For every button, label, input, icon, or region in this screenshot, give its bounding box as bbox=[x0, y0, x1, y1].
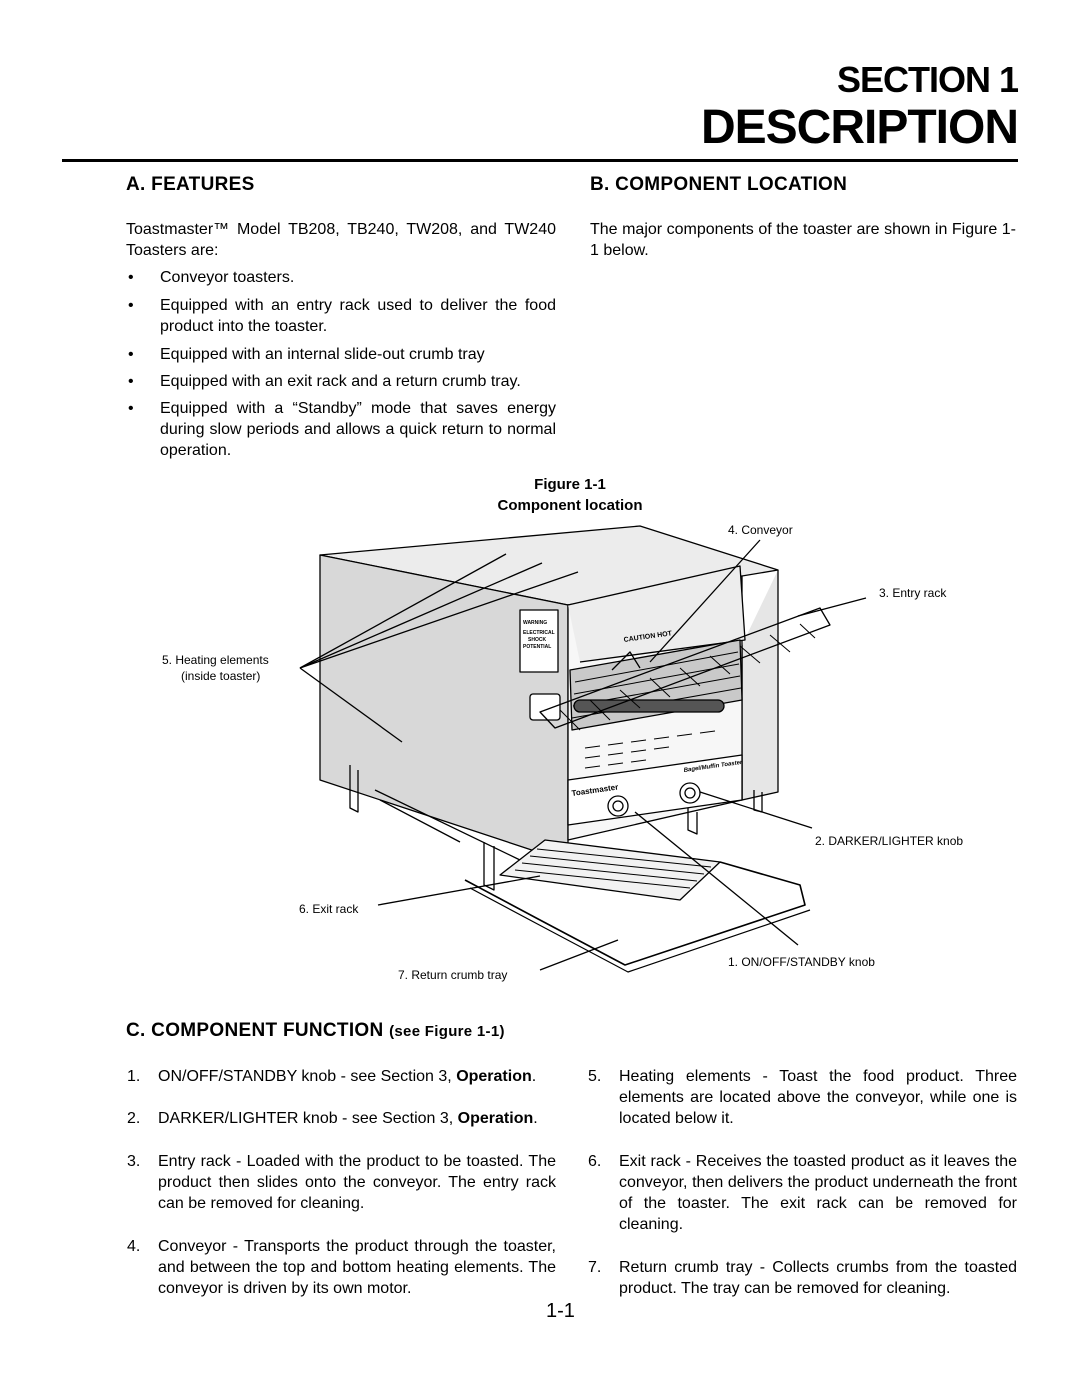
feature-text: Equipped with an exit rack and a return … bbox=[160, 373, 521, 390]
item-number: 6. bbox=[588, 1153, 602, 1170]
bullet: • bbox=[128, 400, 134, 417]
item-number: 7. bbox=[588, 1259, 602, 1276]
callout-heating-elements-note: (inside toaster) bbox=[181, 669, 261, 683]
leader-darker bbox=[699, 791, 813, 829]
component-function-heading: C. COMPONENT FUNCTION (see Figure 1-1) bbox=[126, 1020, 505, 1042]
callout-darker-lighter: 2. DARKER/LIGHTER knob bbox=[815, 834, 964, 848]
feature-text: Equipped with an internal slide-out crum… bbox=[160, 346, 485, 363]
callout-on-off-standby: 1. ON/OFF/STANDBY knob bbox=[728, 955, 875, 969]
leader-conveyor bbox=[649, 539, 761, 663]
leader-heating-2 bbox=[299, 562, 543, 669]
figure-caption: Component location bbox=[497, 497, 643, 514]
bullet: • bbox=[128, 269, 134, 286]
section-title: DESCRIPTION bbox=[700, 101, 1019, 154]
callout-heating-elements: 5. Heating elements bbox=[162, 653, 269, 667]
item-text: Heating elements - Toast the food produc… bbox=[619, 1068, 1017, 1127]
feature-text: Conveyor toasters. bbox=[160, 269, 295, 286]
warning-label: WARNING bbox=[523, 620, 547, 626]
item-text: Conveyor - Transports the product throug… bbox=[158, 1238, 556, 1297]
brand-label: Toastmaster bbox=[571, 783, 619, 798]
callout-return-crumb-tray: 7. Return crumb tray bbox=[398, 968, 508, 982]
item-number: 5. bbox=[588, 1068, 602, 1085]
leader-heating-4 bbox=[299, 667, 403, 743]
shock-label: SHOCK bbox=[528, 637, 546, 643]
callout-conveyor: 4. Conveyor bbox=[728, 523, 793, 537]
item-text: ON/OFF/STANDBY knob - see Section 3, Ope… bbox=[158, 1068, 537, 1085]
leader-heating-1 bbox=[299, 553, 507, 669]
bullet: • bbox=[128, 373, 134, 390]
caution-label: CAUTION HOT bbox=[623, 630, 673, 644]
item-text: Return crumb tray - Collects crumbs from… bbox=[619, 1259, 1017, 1297]
features-heading: A. FEATURES bbox=[126, 174, 255, 195]
features-intro: Toastmaster™ Model TB208, TB240, TW208, … bbox=[126, 221, 556, 259]
page-number: 1-1 bbox=[546, 1300, 575, 1322]
component-function-ref: (see Figure 1-1) bbox=[389, 1023, 505, 1040]
bullet: • bbox=[128, 297, 134, 314]
item-number: 2. bbox=[127, 1110, 141, 1127]
callout-exit-rack: 6. Exit rack bbox=[299, 902, 359, 916]
item-text: DARKER/LIGHTER knob - see Section 3, Ope… bbox=[158, 1110, 538, 1127]
callout-entry-rack: 3. Entry rack bbox=[879, 586, 947, 600]
figure-number: Figure 1-1 bbox=[534, 476, 606, 493]
feature-text: Equipped with a “Standby” mode that save… bbox=[160, 400, 556, 459]
potential-label: POTENTIAL bbox=[523, 644, 551, 650]
component-location-heading: B. COMPONENT LOCATION bbox=[590, 174, 848, 195]
item-number: 1. bbox=[127, 1068, 141, 1085]
item-text: Exit rack - Receives the toasted product… bbox=[619, 1153, 1017, 1233]
component-function-title: C. COMPONENT FUNCTION bbox=[126, 1020, 384, 1041]
model-label: Bagel/Muffin Toaster bbox=[683, 760, 743, 774]
header-rule bbox=[62, 159, 1018, 162]
section-number: SECTION 1 bbox=[836, 59, 1019, 100]
item-text: Entry rack - Loaded with the product to … bbox=[158, 1153, 556, 1212]
leader-exit-rack bbox=[377, 875, 541, 906]
leader-entry-rack bbox=[797, 597, 867, 617]
component-location-text: The major components of the toaster are … bbox=[590, 221, 1016, 259]
leader-heating-3 bbox=[299, 571, 579, 669]
item-number: 4. bbox=[127, 1238, 141, 1255]
bullet: • bbox=[128, 346, 134, 363]
feature-text: Equipped with an entry rack used to deli… bbox=[160, 297, 556, 335]
electrical-label: ELECTRICAL bbox=[523, 630, 555, 636]
leader-crumb-tray bbox=[539, 939, 619, 971]
leader-onoff bbox=[634, 811, 799, 946]
item-number: 3. bbox=[127, 1153, 141, 1170]
